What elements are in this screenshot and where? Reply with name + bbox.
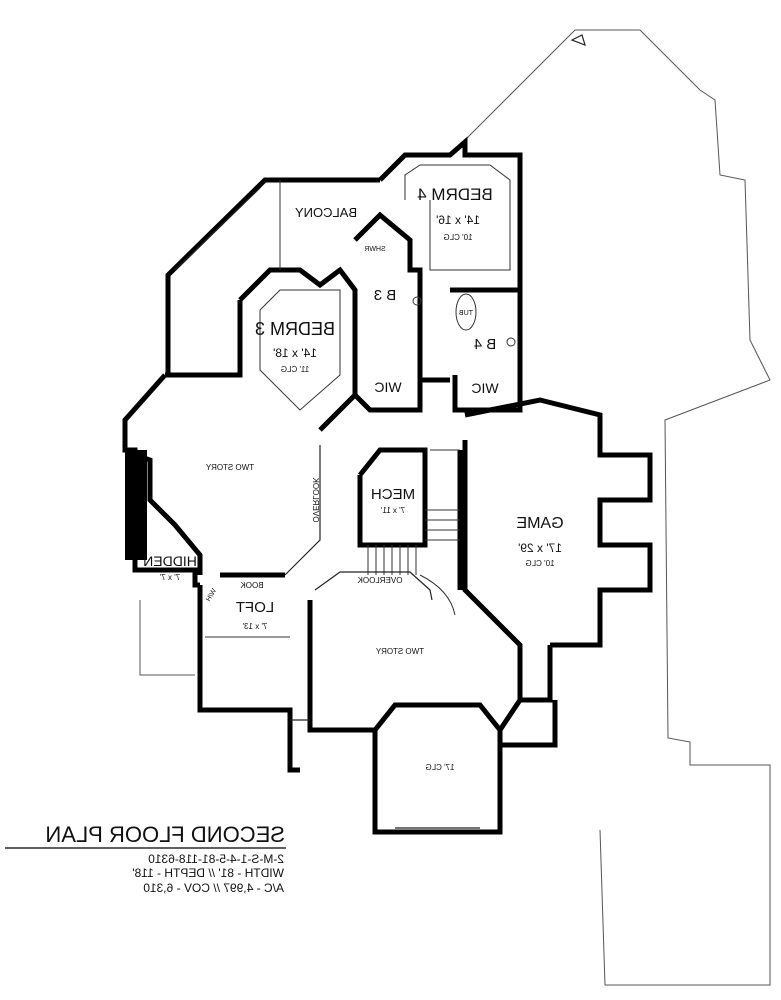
wall-lower-hall [307, 600, 523, 735]
wall-mech [357, 447, 428, 548]
hidden-size: 7' x 7' [159, 573, 180, 582]
mech-size: 7' x 11' [380, 506, 405, 515]
bedrm4-ceiling: 10' CLG [443, 233, 472, 242]
loft-label: LOFT [236, 599, 274, 616]
shower-label: SHWR [364, 246, 385, 253]
tub-label: TUB [459, 310, 473, 317]
wall-bath4 [450, 287, 523, 413]
wall-bath3 [353, 211, 423, 413]
bath4-label: B 4 [474, 336, 497, 353]
overlook-label: OVERLOOK [357, 576, 403, 585]
plan-number: 2-M-S-1-4-5-81-118-6310 [148, 852, 284, 866]
overlook-label: OVERLOOK [311, 477, 320, 523]
wic4-label: WIC [471, 380, 498, 396]
hidden-label: HIDDEN [143, 553, 197, 569]
wall-upper-left [165, 177, 380, 375]
bedrm3-label: BEDRM 3 [255, 319, 335, 339]
wall-bay [372, 730, 503, 835]
loft-size: 7' x 13' [242, 622, 267, 631]
bay-ceiling: 17' CLG [425, 763, 454, 772]
roof-outline [464, 29, 771, 986]
game-size: 17' x 29' [518, 541, 562, 555]
sink-icon [412, 296, 422, 306]
title-block: SECOND FLOOR PLAN 2-M-S-1-4-5-81-118-631… [5, 822, 286, 895]
balcony-label: BALCONY [295, 205, 357, 220]
book-label: BOOK [240, 581, 264, 590]
tub-icon [455, 293, 477, 331]
game-ceiling: 10' CLG [525, 559, 554, 568]
plan-dimensions: WIDTH - 81' // DEPTH - 118' [132, 866, 284, 880]
wall-game-left [462, 440, 553, 703]
fireplace [125, 450, 147, 560]
bedrm4-inner [404, 164, 511, 271]
two-story-label: TWO STORY [205, 463, 254, 472]
bedrm4-label: BEDRM 4 [417, 185, 493, 204]
bedrm3-inner [259, 289, 341, 411]
chimney-cap [570, 34, 586, 46]
stair-treads [367, 509, 460, 616]
overlook-rail-1 [284, 445, 321, 576]
wall-hidden [134, 452, 203, 575]
game-label: GAME [516, 515, 563, 532]
overlook-rail-2 [314, 571, 433, 601]
wh-label: W/H [205, 588, 218, 603]
bath3-label: B 3 [374, 287, 397, 304]
wall-bedrm3 [238, 266, 358, 432]
roof-outline-left [139, 600, 195, 676]
wall-loft [197, 585, 300, 773]
two-story-label: TWO STORY [375, 647, 424, 656]
bedrm3-ceiling: 11' CLG [281, 365, 310, 374]
wall-game [464, 397, 653, 648]
plan-area: A/C - 4,997 // COV - 6,310 [143, 881, 284, 895]
wall-bedrm4 [378, 136, 523, 400]
bedrm4-size: 14' x 16' [436, 213, 480, 227]
window-diagonal [174, 187, 261, 271]
wall-right-closet [500, 700, 558, 748]
bedrm3-size: 14' x 18' [273, 346, 317, 360]
sink-icon [506, 337, 516, 347]
plan-title: SECOND FLOOR PLAN [45, 822, 285, 847]
wall-bedrm3-left [165, 300, 243, 378]
mech-label: MECH [371, 486, 415, 503]
wic3-label: WIC [374, 379, 401, 395]
